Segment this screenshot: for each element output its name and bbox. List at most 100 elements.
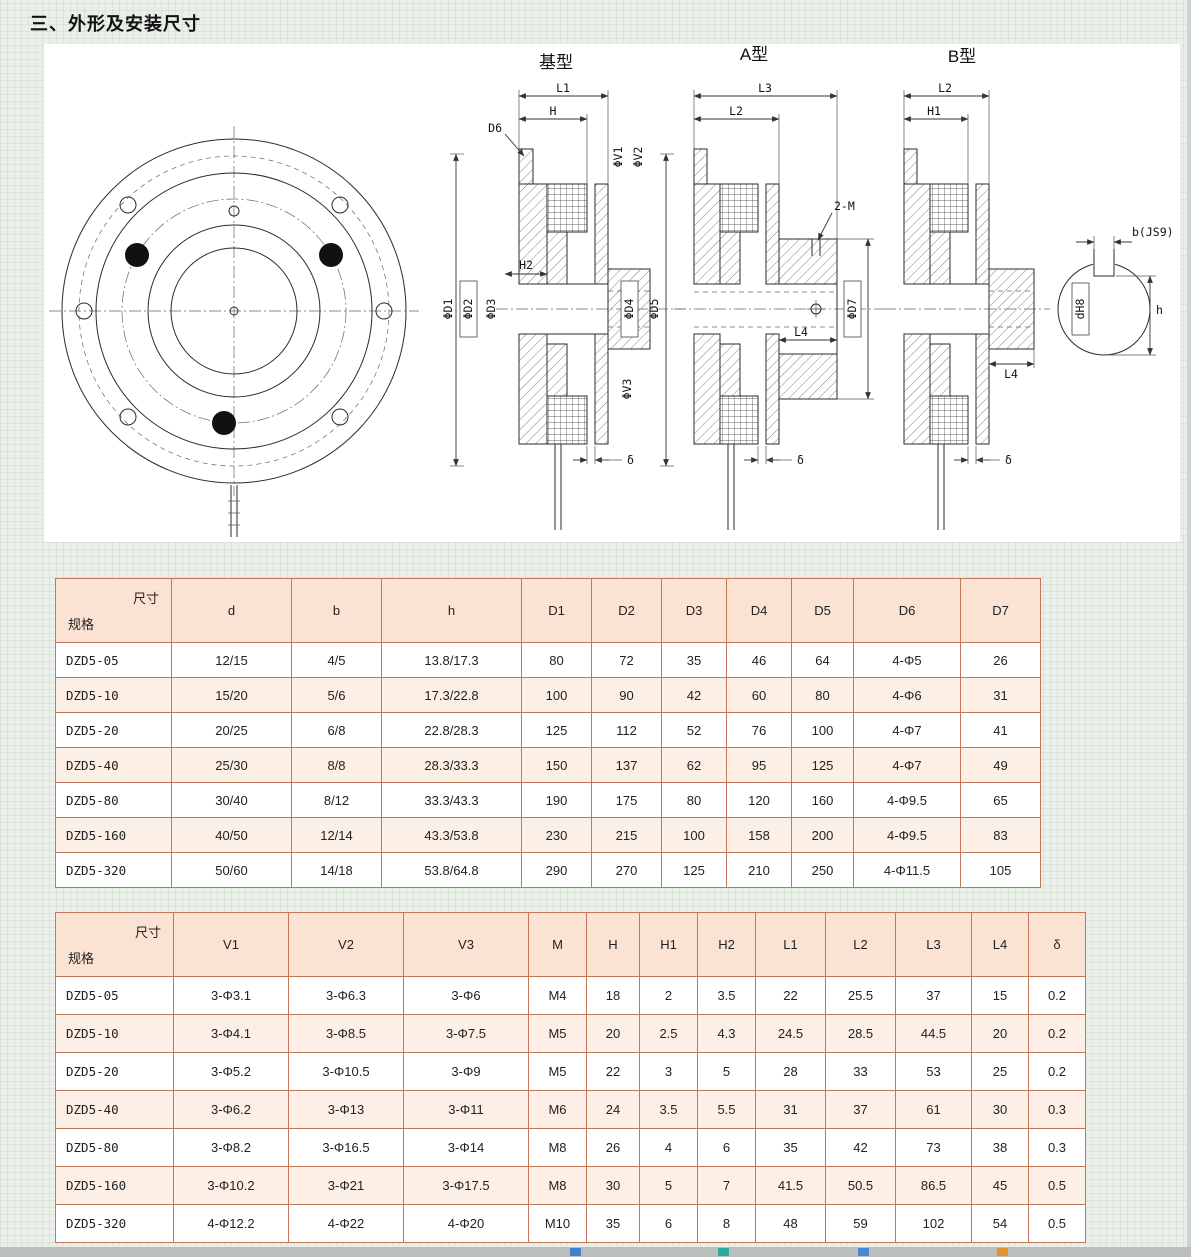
value-cell: 50/60: [171, 852, 292, 888]
value-cell: 42: [661, 677, 727, 713]
value-cell: 210: [726, 852, 792, 888]
value-cell: 37: [825, 1090, 896, 1129]
bottom-icon: [997, 1248, 1008, 1256]
value-cell: 38: [971, 1128, 1029, 1167]
value-cell: 28.5: [825, 1014, 896, 1053]
column-header: M: [528, 912, 587, 977]
value-cell: 125: [521, 712, 592, 748]
value-cell: 24.5: [755, 1014, 826, 1053]
value-cell: 30: [586, 1166, 640, 1205]
value-cell: 53: [895, 1052, 972, 1091]
value-cell: 22: [755, 976, 826, 1015]
value-cell: 2: [639, 976, 698, 1015]
value-cell: 6/8: [291, 712, 382, 748]
value-cell: 105: [960, 852, 1041, 888]
column-header: D3: [661, 578, 727, 643]
model-cell: DZD5-20: [55, 1052, 174, 1091]
dim-label-D7: ΦD7: [845, 299, 859, 320]
value-cell: 95: [726, 747, 792, 783]
value-cell: 150: [521, 747, 592, 783]
value-cell: 33: [825, 1052, 896, 1091]
dim-label-H1: H1: [927, 104, 941, 118]
column-header: D1: [521, 578, 592, 643]
value-cell: 43.3/53.8: [381, 817, 522, 853]
value-cell: 72: [591, 642, 662, 678]
dim-label-L4b: L4: [1004, 367, 1018, 381]
column-header: D5: [791, 578, 854, 643]
value-cell: 48: [755, 1204, 826, 1243]
dim-label-dH8: dH8: [1073, 299, 1087, 320]
dim-label-2M: 2-M: [834, 199, 855, 213]
value-cell: 15/20: [171, 677, 292, 713]
bottom-partial-strip: [0, 1247, 1191, 1257]
model-cell: DZD5-20: [55, 712, 172, 748]
value-cell: 190: [521, 782, 592, 818]
value-cell: 175: [591, 782, 662, 818]
value-cell: 13.8/17.3: [381, 642, 522, 678]
model-cell: DZD5-80: [55, 1128, 174, 1167]
value-cell: 30/40: [171, 782, 292, 818]
value-cell: 3: [639, 1052, 698, 1091]
value-cell: 200: [791, 817, 854, 853]
value-cell: 0.5: [1028, 1166, 1086, 1205]
value-cell: 35: [661, 642, 727, 678]
value-cell: 230: [521, 817, 592, 853]
value-cell: 4-Φ11.5: [853, 852, 961, 888]
value-cell: 215: [591, 817, 662, 853]
corner-cell: 尺寸规格: [55, 578, 172, 643]
value-cell: 112: [591, 712, 662, 748]
value-cell: 18: [586, 976, 640, 1015]
value-cell: M10: [528, 1204, 587, 1243]
value-cell: M8: [528, 1128, 587, 1167]
value-cell: 3-Φ9: [403, 1052, 529, 1091]
dim-label-h: h: [1156, 303, 1163, 317]
value-cell: 3-Φ3.1: [173, 976, 289, 1015]
dim-label-L2a: L2: [729, 104, 743, 118]
dim-label-D2: ΦD2: [461, 299, 475, 320]
value-cell: 3-Φ4.1: [173, 1014, 289, 1053]
dim-label-D1: ΦD1: [441, 299, 455, 320]
column-header: V2: [288, 912, 404, 977]
value-cell: 22: [586, 1052, 640, 1091]
value-cell: 22.8/28.3: [381, 712, 522, 748]
section-base: L1 H D6 ΦV1 ΦV2 H2 ΦD1 ΦD2 ΦD3 ΦD4 ΦD5 Φ…: [441, 81, 686, 530]
model-cell: DZD5-10: [55, 1014, 174, 1053]
value-cell: 14/18: [291, 852, 382, 888]
value-cell: 7: [697, 1166, 756, 1205]
value-cell: 3-Φ6.2: [173, 1090, 289, 1129]
value-cell: 270: [591, 852, 662, 888]
value-cell: 3.5: [697, 976, 756, 1015]
value-cell: 250: [791, 852, 854, 888]
value-cell: 24: [586, 1090, 640, 1129]
dim-label-delta-a: δ: [797, 453, 804, 467]
value-cell: 3-Φ6.3: [288, 976, 404, 1015]
value-cell: 26: [586, 1128, 640, 1167]
value-cell: 6: [697, 1128, 756, 1167]
model-cell: DZD5-05: [55, 642, 172, 678]
value-cell: 83: [960, 817, 1041, 853]
value-cell: 4-Φ7: [853, 747, 961, 783]
dim-label-bJS9: b(JS9): [1132, 225, 1174, 239]
value-cell: 8/12: [291, 782, 382, 818]
dim-label-D6: D6: [488, 121, 502, 135]
value-cell: M6: [528, 1090, 587, 1129]
value-cell: 28.3/33.3: [381, 747, 522, 783]
dim-label-delta-b: δ: [1005, 453, 1012, 467]
column-header: V3: [403, 912, 529, 977]
value-cell: 64: [791, 642, 854, 678]
value-cell: 0.2: [1028, 1052, 1086, 1091]
dim-label-D4: ΦD4: [622, 299, 636, 320]
column-header: H2: [697, 912, 756, 977]
value-cell: M8: [528, 1166, 587, 1205]
value-cell: 80: [791, 677, 854, 713]
value-cell: 0.3: [1028, 1090, 1086, 1129]
value-cell: 290: [521, 852, 592, 888]
value-cell: 4-Φ6: [853, 677, 961, 713]
